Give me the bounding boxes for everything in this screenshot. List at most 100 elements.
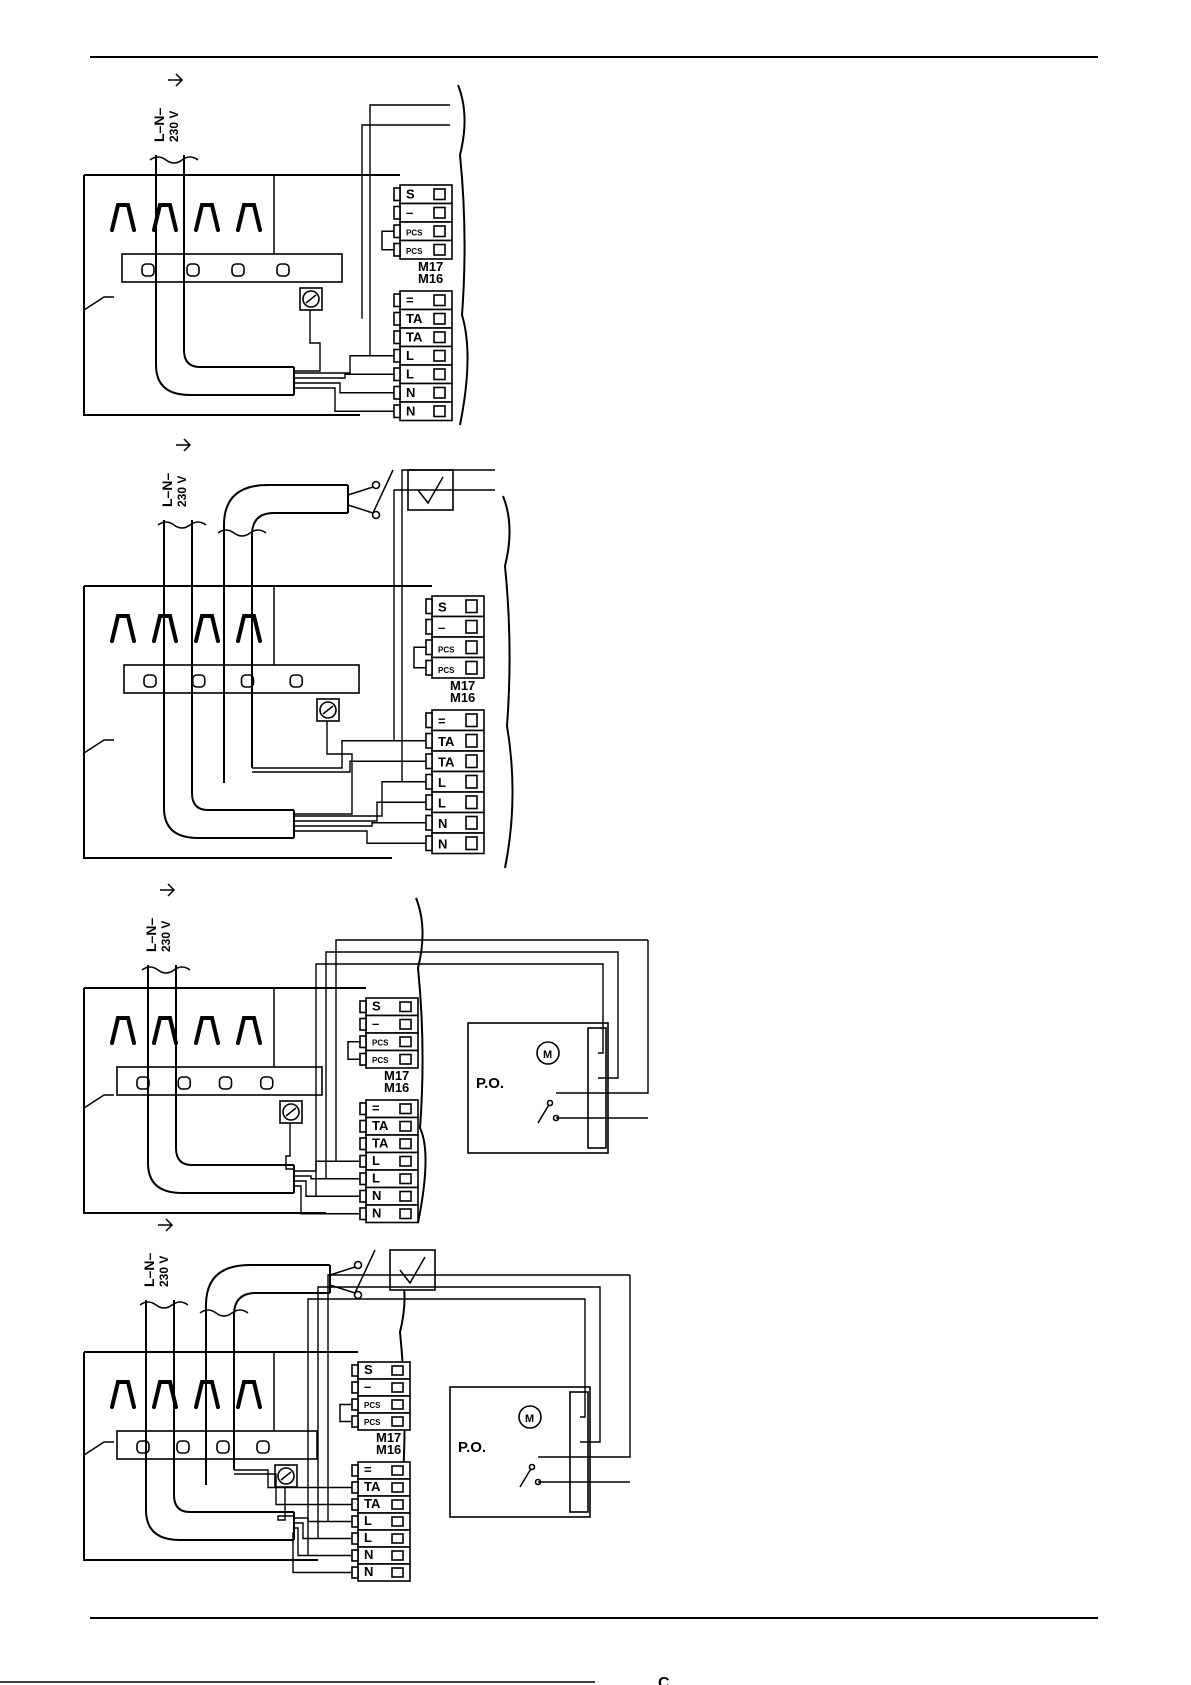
cable-hook [196,1018,218,1043]
terminal-screw [466,662,477,675]
terminal-tab [426,640,432,655]
terminal-screw [392,1551,403,1560]
terminal-screw [400,1122,411,1132]
terminal-screw [392,1517,403,1526]
terminal-label: L [438,775,446,790]
terminal-tab [394,331,400,344]
terminal-tab [352,1382,358,1393]
clamp-hole [290,675,302,687]
terminal-screw [392,1466,403,1475]
supply-wire [294,1176,360,1179]
terminal-label: L [406,367,414,382]
terminal-tab [394,350,400,363]
module-code-label: M16 [376,1442,401,1457]
terminal-screw [466,755,477,768]
cable-hook [112,205,134,230]
cable-hook [238,205,260,230]
terminal-screw [400,1209,411,1219]
pcs-jumper [414,647,426,668]
terminal-tab [394,188,400,201]
terminal-screw [466,621,477,634]
terminal-tab [352,1533,358,1544]
fig-4: L–N–230 VS–PCSPCSM17M16=TATALLNNP.O.M [84,1219,630,1581]
terminal-tab [426,620,432,635]
terminal-label: = [438,714,446,729]
pcs-jumper [382,231,394,250]
terminal-label: PCS [364,1401,381,1410]
terminal-screw [434,388,445,399]
clamp-hole [261,1077,273,1089]
terminal-screw [434,351,445,362]
terminal-label: TA [406,330,423,345]
terminal-screw [392,1500,403,1509]
module-code-label: M16 [418,271,443,286]
clamp-hole [220,1077,232,1089]
terminal-screw [434,189,445,200]
terminal-tab [394,244,400,257]
terminal-label: S [364,1362,373,1377]
terminal-label: N [438,837,447,852]
housing-step [84,1095,114,1108]
terminal-tab [360,1121,366,1133]
housing-step [84,1442,114,1455]
supply-wire [294,1181,360,1196]
terminal-tab [352,1550,358,1561]
terminal-tab [426,836,432,851]
terminal-label: S [406,187,415,202]
terminal-tab [394,405,400,418]
footer-fragment: C [658,1675,670,1685]
module-code-label: M16 [384,1080,409,1095]
terminal-screw [466,837,477,850]
terminal-tab [394,207,400,220]
terminal-label: PCS [372,1039,389,1048]
supply-wire [294,388,394,411]
clamp-hole [257,1441,269,1453]
terminal-label: TA [372,1136,389,1151]
supply-wire [294,823,426,826]
cable-hook [196,616,218,641]
supply-arrow-icon [158,1219,172,1231]
terminal-label: L [372,1171,380,1186]
terminal-label: N [406,385,415,400]
terminal-label: TA [438,755,455,770]
supply-label: L–N–230 V [151,108,181,142]
supply-wire [294,1518,352,1522]
terminal-label: N [364,1547,373,1562]
terminal-tab [426,816,432,831]
terminal-tab [352,1499,358,1510]
clamp-hole [277,264,289,276]
supply-wire [294,1161,360,1171]
terminal-label: PCS [438,646,455,655]
cable-hook [112,1382,134,1407]
housing-break-edge [458,85,468,425]
cable-hook [154,1018,176,1043]
terminal-tab [394,387,400,400]
terminal-tab [352,1416,358,1427]
clamp-hole [142,264,154,276]
terminal-label: N [372,1206,381,1221]
terminal-tab [426,795,432,810]
motor-symbol: M [525,1413,534,1425]
switch-contact [373,482,380,489]
switch-contact [373,512,380,519]
terminal-label: TA [372,1118,389,1133]
terminal-screw [434,208,445,219]
terminal-tab [360,1173,366,1185]
cable-break-mark [150,157,198,163]
terminal-screw [466,735,477,748]
panel-label: P.O. [458,1439,486,1456]
fig-1: L–N–230 VS–PCSPCSM17M16=TATALLNN [84,74,468,425]
terminal-screw [434,406,445,417]
terminal-screw [434,245,445,256]
supply-phase-label: L–N– [151,108,167,142]
clamp-hole [178,1077,190,1089]
cable-break-mark [142,967,190,973]
terminal-label: PCS [406,247,423,256]
terminal-label: – [438,620,445,635]
terminal-screw [434,295,445,306]
terminal-screw [400,1157,411,1167]
terminal-label: N [406,404,415,419]
supply-wire [294,802,426,821]
terminal-tab [426,754,432,769]
terminal-label: L [406,348,414,363]
